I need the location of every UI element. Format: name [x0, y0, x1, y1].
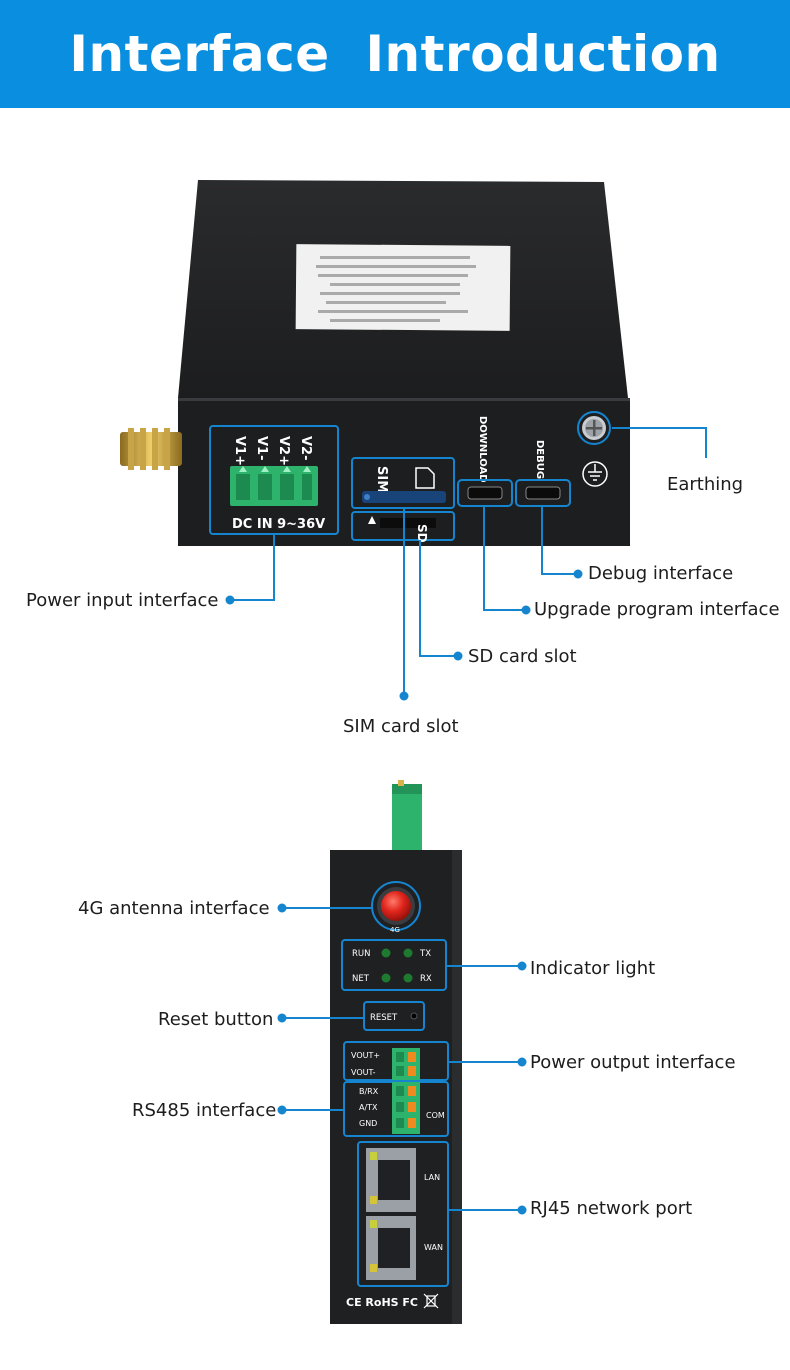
router-front-view: 4G RUN TX NET RX RESET VOUT+ VOUT- B/RX … [330, 780, 462, 1324]
reset-label: RESET [370, 1013, 398, 1023]
power-terminal-pin-labels: V1+ V1- V2+ V2- [232, 436, 313, 466]
rs485-brx-label: B/RX [359, 1087, 379, 1096]
pin-label-v2-plus: V2+ [276, 436, 291, 466]
led-label-net: NET [352, 974, 370, 984]
sim-label: SIM [374, 466, 389, 493]
lan-label: LAN [424, 1173, 440, 1182]
earthing-screw [577, 411, 611, 445]
sd-slot-opening [380, 518, 436, 528]
callout-debug-interface: Debug interface [588, 563, 734, 584]
rj45-lan-port [366, 1148, 416, 1212]
debug-usb-port [525, 486, 561, 500]
wan-label: WAN [424, 1243, 443, 1252]
callout-power-input-interface: Power input interface [26, 590, 219, 611]
download-usb-port [467, 486, 503, 500]
callout-lines-top [230, 427, 707, 694]
led-label-tx: TX [419, 949, 431, 959]
dc-input-caption: DC IN 9~36V [232, 517, 325, 532]
callout-upgrade-program-interface: Upgrade program interface [534, 599, 780, 620]
vout-plus-label: VOUT+ [351, 1051, 380, 1060]
antenna-caption: 4G [390, 926, 400, 934]
ground-symbol-icon [582, 461, 608, 487]
callout-4g-antenna-interface: 4G antenna interface [78, 898, 270, 919]
sd-label: SD [415, 524, 429, 543]
led-net [381, 973, 391, 983]
sim-card-icon [415, 467, 435, 489]
callout-dots-front [277, 903, 527, 1215]
download-label: DOWNLOAD [477, 416, 488, 483]
led-label-rx: RX [420, 974, 432, 984]
callout-reset-button: Reset button [158, 1009, 274, 1030]
vout-minus-label: VOUT- [351, 1068, 376, 1077]
pin-label-v1-minus: V1- [254, 436, 269, 461]
pin-label-v1-plus: V1+ [232, 436, 247, 466]
rj45-wan-port [366, 1216, 416, 1280]
green-power-terminal [230, 466, 318, 506]
rs485-atx-label: A/TX [359, 1103, 378, 1112]
debug-label: DEBUG [534, 440, 545, 479]
reset-hole [410, 1012, 418, 1020]
rs485-gnd-label: GND [359, 1119, 377, 1128]
device-label-sticker [295, 244, 511, 331]
led-rx [403, 973, 413, 983]
led-tx [403, 948, 413, 958]
page-title: Interface Introduction [69, 25, 721, 83]
sim-tray [362, 491, 446, 503]
callout-rs485-interface: RS485 interface [132, 1100, 277, 1121]
router-top-view: V1+ V1- V2+ V2- DC IN 9~36V SIM SD [120, 180, 630, 546]
sma-antenna-connector [120, 428, 182, 470]
callout-sim-card-slot: SIM card slot [343, 716, 459, 737]
led-run [381, 948, 391, 958]
weee-bin-icon [423, 1293, 439, 1309]
callout-earthing: Earthing [667, 474, 744, 495]
callout-power-output-interface: Power output interface [530, 1052, 736, 1073]
certification-marks: CE RoHS FC [346, 1296, 418, 1309]
header-banner: Interface Introduction [0, 0, 790, 108]
pin-label-v2-minus: V2- [298, 436, 313, 461]
callout-rj45-network-port: RJ45 network port [530, 1198, 693, 1219]
callout-dots-top [225, 569, 583, 701]
callout-sd-card-slot: SD card slot [468, 646, 577, 667]
callout-indicator-light: Indicator light [530, 958, 656, 979]
antenna-knob [381, 891, 411, 921]
callout-lines-front [282, 907, 522, 1211]
led-label-run: RUN [352, 949, 371, 959]
com-label: COM [426, 1111, 445, 1120]
